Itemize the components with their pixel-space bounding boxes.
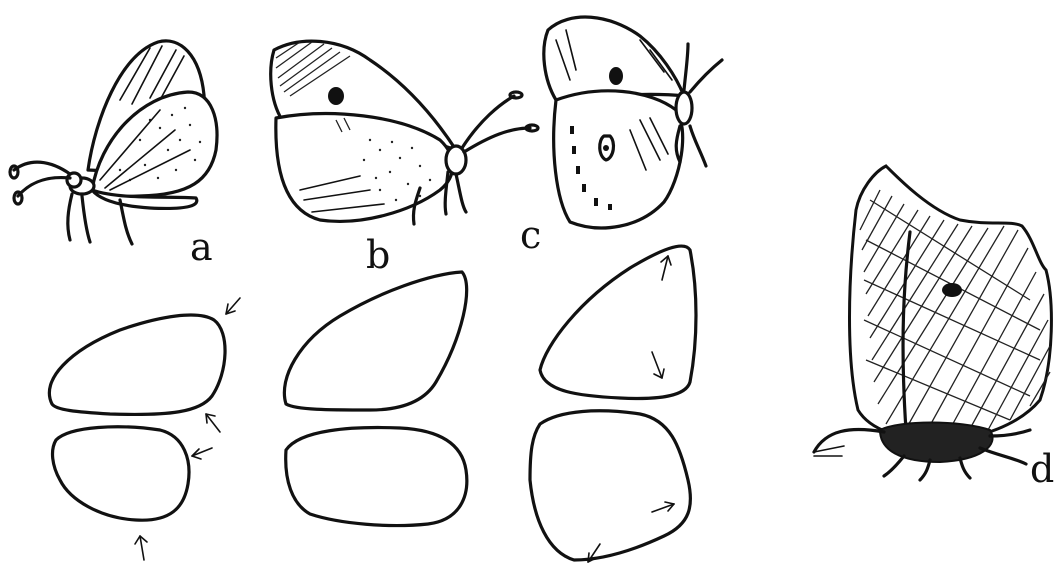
wing-outlines-c (530, 246, 696, 562)
butterfly-d (814, 166, 1051, 480)
forewing-spot (328, 87, 344, 105)
label-c: c (520, 213, 541, 257)
arrow-icon (226, 298, 240, 314)
butterfly-b (271, 41, 538, 224)
arrow-icon (192, 448, 212, 459)
arrow-icon (206, 414, 220, 432)
forewing-c-spot (609, 67, 623, 85)
label-b: b (366, 233, 390, 277)
wing-d-spot (942, 283, 962, 297)
butterfly-a (10, 41, 217, 244)
wing-outlines-b (284, 272, 466, 526)
arrow-icon (661, 256, 671, 280)
label-d: d (1030, 447, 1054, 491)
arrow-icon (652, 502, 674, 512)
wing-outlines-a (49, 298, 240, 560)
butterfly-c (544, 17, 722, 228)
label-a: a (190, 225, 213, 269)
arrow-icon (135, 536, 147, 560)
arrow-icon (652, 352, 664, 378)
